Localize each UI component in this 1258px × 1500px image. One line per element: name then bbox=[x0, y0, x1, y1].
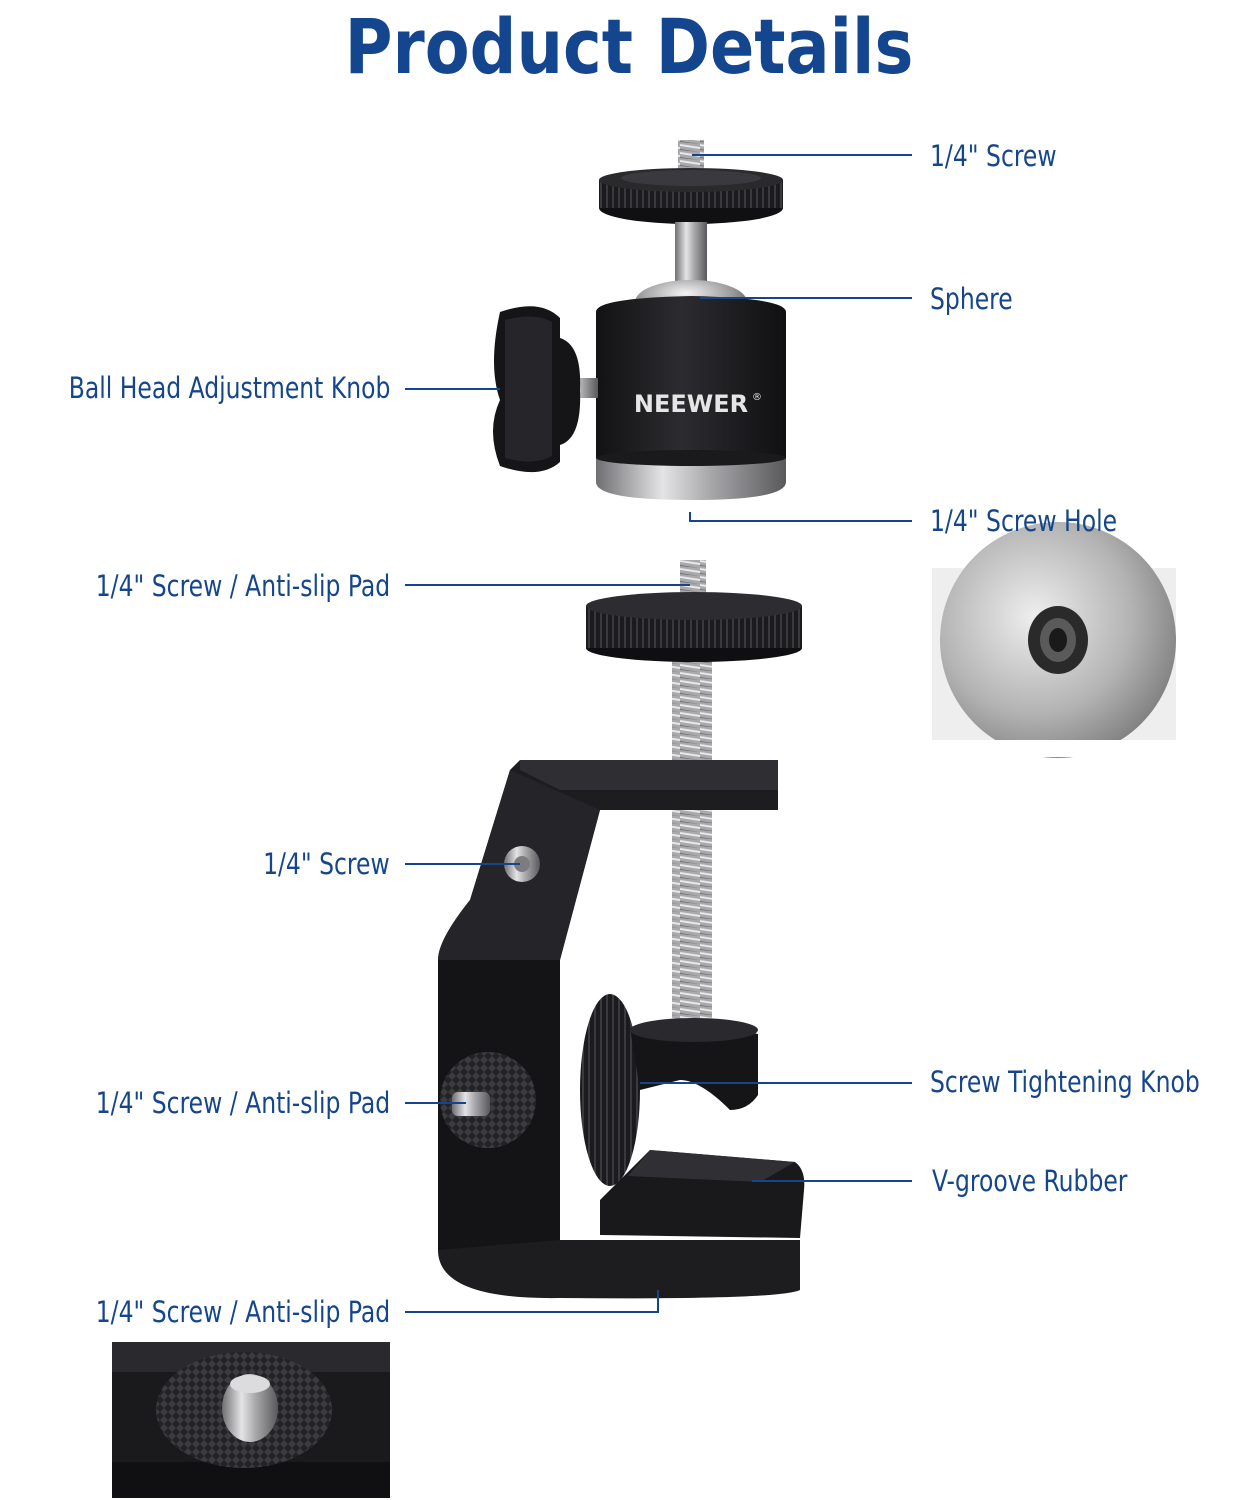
callout-lines bbox=[405, 154, 912, 1313]
bottom-pad-photo bbox=[112, 1342, 390, 1498]
label-adjust-knob: Ball Head Adjustment Knob bbox=[68, 371, 390, 405]
label-sphere: Sphere bbox=[930, 282, 1013, 316]
brand-logo: NEEWER bbox=[634, 390, 748, 418]
label-bottom-pad: 1/4" Screw / Anti-slip Pad bbox=[95, 1295, 390, 1329]
label-top-screw: 1/4" Screw bbox=[930, 139, 1057, 173]
callout-line-bottom-pad bbox=[405, 1290, 659, 1313]
tightening-knob bbox=[580, 994, 640, 1186]
clamp bbox=[438, 560, 805, 1299]
clamp-threaded-rod bbox=[672, 650, 712, 1040]
screw-hole-photo bbox=[932, 522, 1211, 758]
page-title: Product Details bbox=[344, 2, 914, 91]
clamp-top-screw bbox=[680, 560, 706, 596]
registered-mark: ® bbox=[752, 392, 762, 403]
label-side-pad: 1/4" Screw / Anti-slip Pad bbox=[95, 1086, 390, 1120]
ball-head: NEEWER ® bbox=[493, 140, 786, 500]
label-tightening-knob: Screw Tightening Knob bbox=[930, 1065, 1200, 1099]
label-clamp-top-pad: 1/4" Screw / Anti-slip Pad bbox=[95, 569, 390, 603]
callout-line-screw-hole bbox=[689, 512, 912, 522]
label-v-groove: V-groove Rubber bbox=[932, 1164, 1128, 1198]
label-screw-hole: 1/4" Screw Hole bbox=[930, 504, 1118, 538]
label-side-screw: 1/4" Screw bbox=[263, 847, 390, 881]
